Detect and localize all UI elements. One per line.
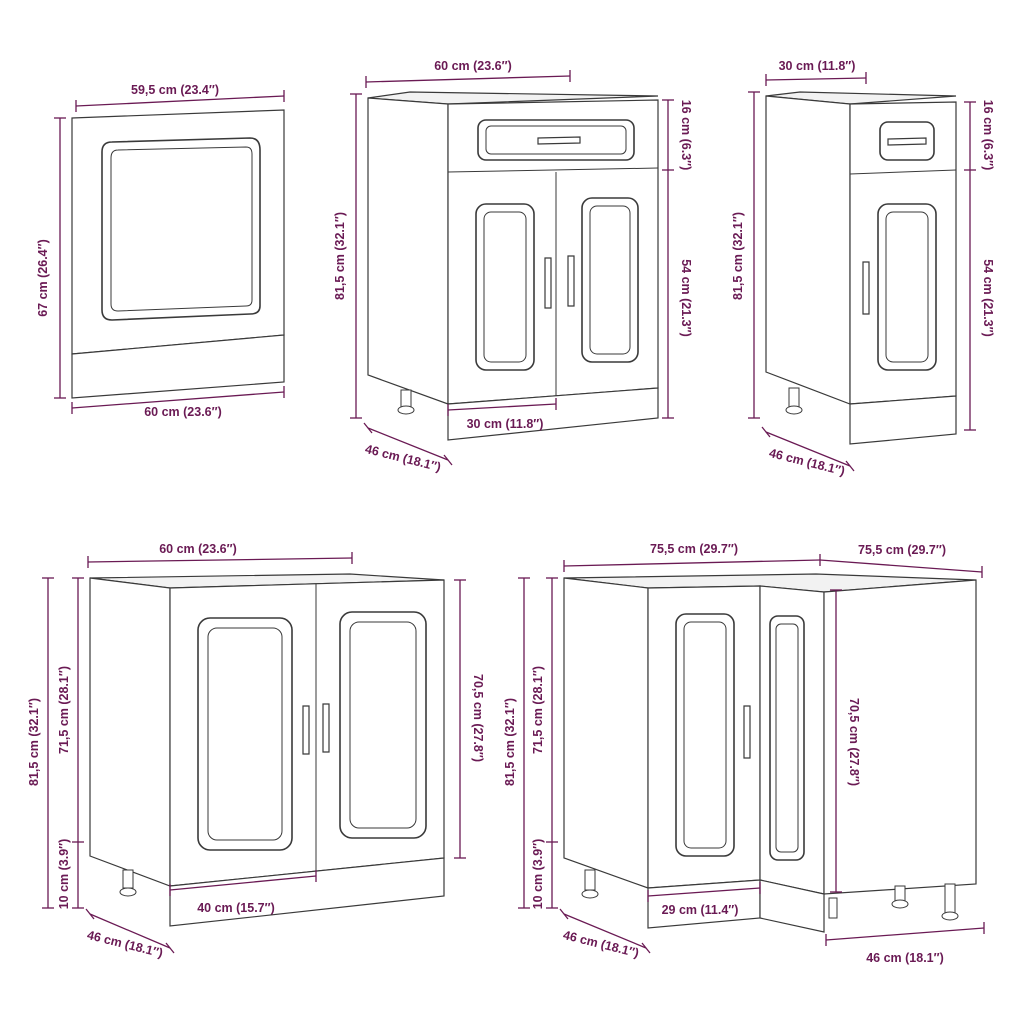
sink-cabinet-width-label: 60 cm (23.6″) xyxy=(159,542,237,556)
drawer-cabinet-60-door-width-label: 30 cm (11.8″) xyxy=(467,417,544,431)
drawer-cabinet-60-width-label: 60 cm (23.6″) xyxy=(434,59,512,73)
drawer-cabinet-60-depth-label: 46 cm (18.1″) xyxy=(364,442,443,474)
oven-panel-height-label: 67 cm (26.4″) xyxy=(36,239,50,317)
corner-cabinet-total-height-label: 81,5 cm (32.1″) xyxy=(503,698,517,786)
corner-cabinet-door-width-label: 29 cm (11.4″) xyxy=(662,903,739,917)
corner-cabinet xyxy=(563,573,977,933)
oven-panel-top-width-label: 59,5 cm (23.4″) xyxy=(131,83,219,97)
drawer-cabinet-30 xyxy=(765,91,957,445)
drawer-cabinet-60 xyxy=(367,91,659,441)
drawer-cabinet-30-width-label: 30 cm (11.8″) xyxy=(779,59,856,73)
corner-cabinet-body-height-label: 71,5 cm (28.1″) xyxy=(531,666,545,754)
drawer-cabinet-30-depth-label: 46 cm (18.1″) xyxy=(768,446,847,478)
corner-cabinet-plinth-height-label: 10 cm (3.9″) xyxy=(531,839,545,910)
oven-panel-bottom-width-label: 60 cm (23.6″) xyxy=(144,405,222,419)
sink-cabinet-door-height-label: 70,5 cm (27.8″) xyxy=(471,674,485,762)
sink-cabinet-depth-label: 46 cm (18.1″) xyxy=(86,928,165,960)
sink-cabinet-total-height-label: 81,5 cm (32.1″) xyxy=(27,698,41,786)
corner-cabinet-width-left-label: 75,5 cm (29.7″) xyxy=(650,542,738,556)
corner-cabinet-depth-left-label: 46 cm (18.1″) xyxy=(562,928,641,960)
drawer-cabinet-30-total-height-label: 81,5 cm (32.1″) xyxy=(731,212,745,300)
sink-cabinet-door-width-label: 40 cm (15.7″) xyxy=(197,901,275,915)
drawer-cabinet-30-door-height-label: 54 cm (21.3″) xyxy=(981,259,995,337)
corner-cabinet-width-right-label: 75,5 cm (29.7″) xyxy=(858,543,946,557)
corner-cabinet-door-height-label: 70,5 cm (27.8″) xyxy=(847,698,861,786)
sink-cabinet xyxy=(89,573,445,927)
drawer-cabinet-60-drawer-height-label: 16 cm (6.3″) xyxy=(679,100,693,171)
corner-cabinet-dimensions: 75,5 cm (29.7″) 75,5 cm (29.7″) 81,5 cm … xyxy=(503,542,985,965)
drawer-cabinet-30-drawer-height-label: 16 cm (6.3″) xyxy=(981,100,995,171)
sink-cabinet-dimensions: 60 cm (23.6″) 81,5 cm (32.1″) 71,5 cm (2… xyxy=(27,542,485,960)
drawer-cabinet-60-total-height-label: 81,5 cm (32.1″) xyxy=(333,212,347,300)
drawer-cabinet-60-door-height-label: 54 cm (21.3″) xyxy=(679,259,693,337)
sink-cabinet-body-height-label: 71,5 cm (28.1″) xyxy=(57,666,71,754)
sink-cabinet-plinth-height-label: 10 cm (3.9″) xyxy=(57,839,71,910)
corner-cabinet-depth-right-label: 46 cm (18.1″) xyxy=(866,951,944,965)
oven-panel-dimensions: 59,5 cm (23.4″) 67 cm (26.4″) 60 cm (23.… xyxy=(36,83,285,419)
oven-panel xyxy=(71,109,285,399)
